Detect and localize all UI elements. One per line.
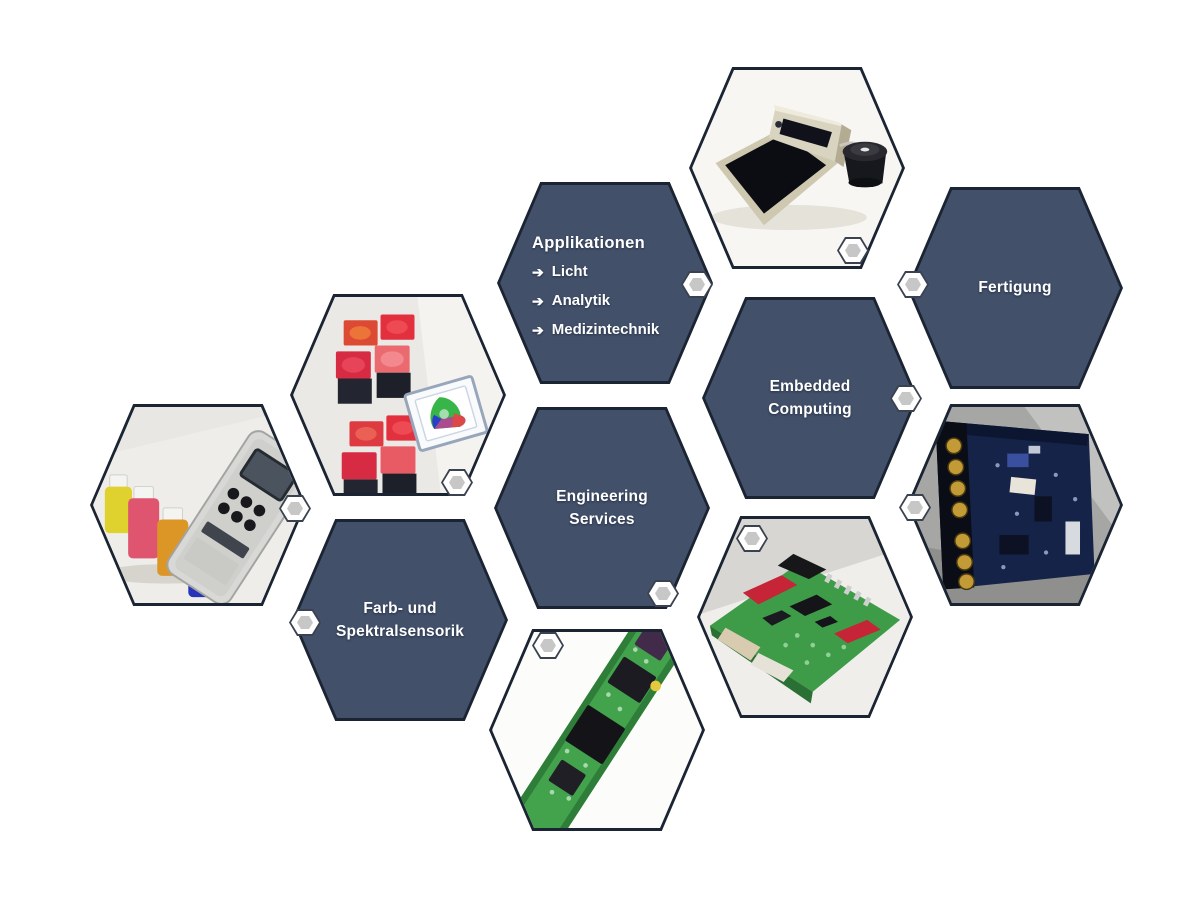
hex-applikationen[interactable]: Applikationen ➔ Licht ➔ Analytik ➔ Mediz… [497,182,713,384]
hex-farb-spektralsensorik[interactable]: Farb- und Spektralsensorik [292,519,508,721]
applikationen-item-medizintechnik[interactable]: ➔ Medizintechnik [532,319,659,340]
hex-connector-node [736,525,768,552]
hex-fertigung[interactable]: Fertigung [907,187,1123,389]
farb-spektralsensorik-label: Farb- und Spektralsensorik [335,599,465,640]
spectrometer-device-photo [692,70,902,266]
hex-fill [497,410,707,606]
hex-connector-node [532,632,564,659]
led-cubes-photo [293,297,503,493]
hex-photo-spectrometer[interactable] [689,67,905,269]
hex-connector-node [899,494,931,521]
arrow-icon: ➔ [532,292,544,309]
applikationen-item-label: Licht [551,263,588,280]
hex-photo-sensor-module[interactable] [489,629,705,831]
applikationen-item-analytik[interactable]: ➔ Analytik [532,290,659,311]
hex-engineering-services[interactable]: Engineering Services [494,407,710,609]
hex-photo-colorimeter[interactable] [90,404,306,606]
blue-circuit-board-photo [910,407,1120,603]
applikationen-item-label: Medizintechnik [551,321,660,338]
sensor-module-photo [492,632,702,828]
hex-fill [295,522,505,718]
arrow-icon: ➔ [532,263,544,280]
hex-connector-node [441,469,473,496]
hex-photo-blue-pcb[interactable] [907,404,1123,606]
hex-fill [500,185,710,381]
hex-photo-sbc-board[interactable] [697,516,913,718]
hex-connector-node [289,609,321,636]
embedded-board-photo [700,519,910,715]
hex-fill [705,300,915,496]
applikationen-item-label: Analytik [551,292,611,309]
hex-connector-node [890,385,922,412]
hex-connector-node [837,237,869,264]
fertigung-label: Fertigung [978,279,1052,297]
hex-photo-led-cubes[interactable] [290,294,506,496]
embedded-computing-label: Embedded Computing [768,377,852,418]
hex-connector-node [647,580,679,607]
hex-connector-node [681,271,713,298]
hex-embedded-computing[interactable]: Embedded Computing [702,297,918,499]
hex-connector-node [279,495,311,522]
hex-connector-node [897,271,929,298]
hex-fill [910,190,1120,386]
applikationen-title: Applikationen [532,234,645,252]
applikationen-item-licht[interactable]: ➔ Licht [532,261,659,282]
engineering-services-label: Engineering Services [556,487,648,528]
arrow-icon: ➔ [532,321,544,338]
handheld-colorimeter-photo [93,407,303,603]
applikationen-content: Applikationen ➔ Licht ➔ Analytik ➔ Mediz… [532,234,659,340]
